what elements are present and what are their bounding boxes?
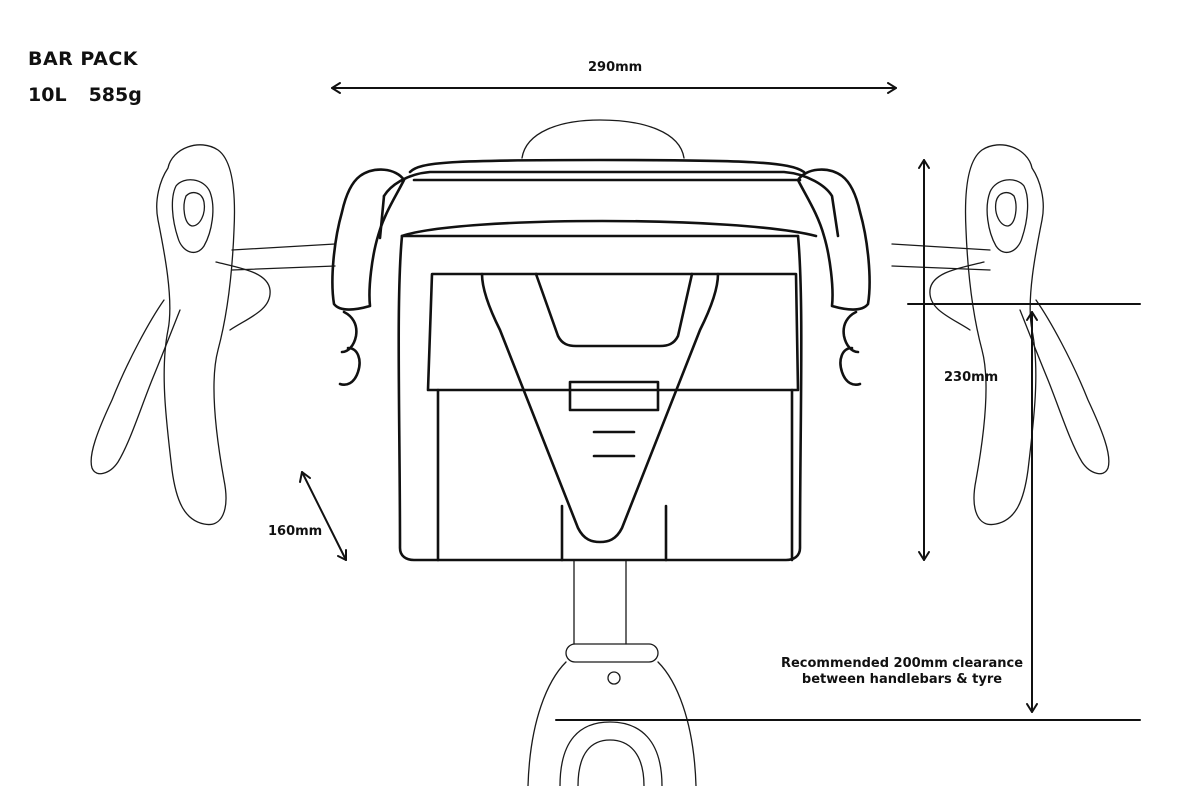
height-arrow [918,159,930,561]
clearance-line-1: Recommended 200mm clearance [780,656,1024,671]
bag-body [331,158,871,562]
stem-and-fork [521,119,697,786]
right-brake-lever [929,144,1110,526]
handlebar [231,243,991,271]
clearance-line-2: between handlebars & tyre [801,672,1003,687]
clearance-arrow [555,303,1141,721]
width-label: 290mm [588,60,643,75]
height-label: 230mm [944,370,999,385]
volume-value: 10L [28,84,67,106]
product-title: BAR PACK [28,48,138,70]
clearance-note: Recommended 200mm clearance between hand… [780,656,1024,688]
width-arrow [331,82,897,94]
depth-label: 160mm [268,524,323,539]
product-specs: 10L 585g [28,84,142,106]
left-brake-lever [90,144,271,526]
depth-arrow [299,471,347,561]
weight-value: 585g [88,84,142,106]
